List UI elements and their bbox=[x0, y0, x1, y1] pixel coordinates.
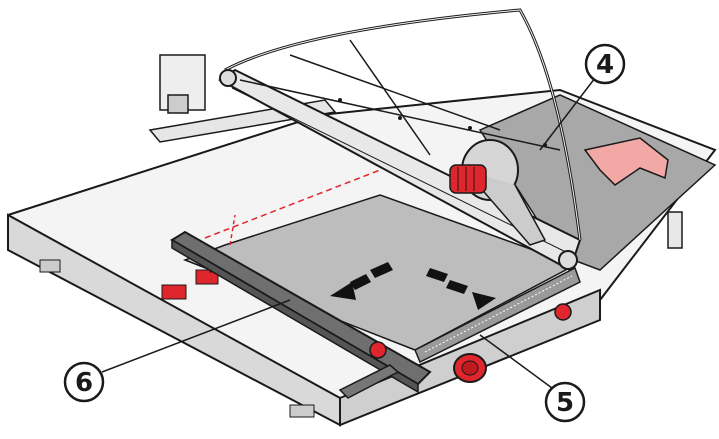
right-bracket bbox=[667, 211, 683, 249]
callout-5: 5 bbox=[479, 334, 586, 423]
measuring-ruler bbox=[414, 266, 581, 364]
double-dash-arrow-icon-left bbox=[330, 262, 393, 300]
callout-4-label: 4 bbox=[596, 50, 614, 80]
double-dash-arrow-icon-right bbox=[426, 268, 496, 310]
red-rotary-knob[interactable] bbox=[453, 353, 487, 383]
base-foot-left bbox=[39, 259, 61, 273]
blade-handle[interactable] bbox=[583, 137, 669, 186]
callout-6: 6 bbox=[63, 299, 291, 403]
left-back-bracket bbox=[159, 54, 206, 114]
callout-5-label: 5 bbox=[556, 388, 574, 418]
blade-strut-2 bbox=[289, 54, 501, 131]
dashed-guide-line-2 bbox=[229, 214, 236, 246]
blade-strut-1 bbox=[349, 39, 431, 156]
red-knob-front-1[interactable] bbox=[369, 341, 387, 359]
blade-strut-3 bbox=[239, 79, 561, 151]
blade-arm-frame bbox=[218, 8, 582, 272]
dashed-guide-line bbox=[204, 169, 381, 239]
callout-4: 4 bbox=[539, 43, 626, 151]
red-knob-front-2[interactable] bbox=[554, 303, 572, 321]
clamp-wheel[interactable] bbox=[449, 139, 547, 246]
side-guide-bar[interactable] bbox=[170, 230, 432, 399]
base-foot-right bbox=[289, 404, 315, 418]
callout-6-label: 6 bbox=[75, 368, 93, 398]
red-adjustment-knob-icon[interactable] bbox=[449, 164, 487, 194]
blade-pivot-left bbox=[219, 69, 237, 87]
blade-pivot-right bbox=[558, 250, 578, 270]
